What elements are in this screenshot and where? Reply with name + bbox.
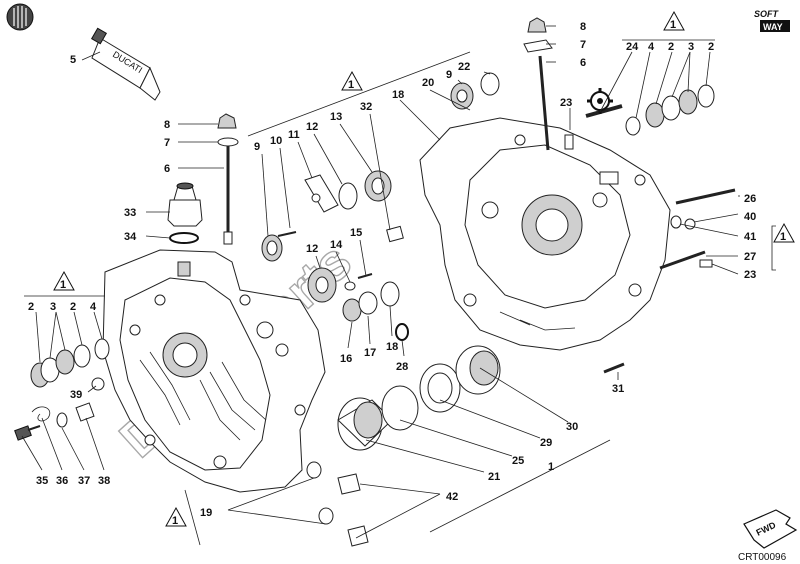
callout-12b: 12 [306, 243, 318, 255]
callout-42: 42 [446, 491, 458, 503]
callout-6-right: 6 [580, 57, 586, 69]
callout-2: 2 [668, 41, 674, 53]
drain-plugs [306, 461, 369, 547]
stud-assembly-right [523, 17, 553, 151]
callout-39: 39 [70, 389, 82, 401]
camera-icon[interactable] [6, 3, 34, 31]
drawing-code: CRT00096 [738, 552, 787, 563]
right-side-fasteners [564, 134, 736, 374]
bearing-upper-right [450, 72, 500, 110]
callout-18b: 18 [386, 341, 398, 353]
bottom-left-fasteners [14, 377, 105, 441]
callout-30: 30 [566, 421, 578, 433]
sealant-tube: DUCATI [90, 27, 161, 101]
callout-33: 33 [124, 207, 136, 219]
callout-16: 16 [340, 353, 352, 365]
main-bearings [337, 345, 501, 451]
svg-text:1: 1 [670, 19, 676, 31]
left-crankcase-half [102, 249, 326, 493]
callout-2c: 2 [28, 301, 34, 313]
callout-14: 14 [330, 239, 343, 251]
group-marker-5: 1 [165, 506, 187, 527]
callout-23b: 23 [744, 269, 756, 281]
callout-23: 23 [560, 97, 572, 109]
callout-37: 37 [78, 475, 90, 487]
callout-2d: 2 [70, 301, 76, 313]
callout-31: 31 [612, 383, 624, 395]
callout-29: 29 [540, 437, 552, 449]
group-marker-4: 1 [773, 222, 795, 243]
group-marker-3: 1 [53, 270, 75, 291]
callout-34: 34 [124, 231, 137, 243]
softway-logo: SOFT WAY [751, 5, 793, 35]
callout-11: 11 [288, 129, 300, 141]
group-marker-2: 1 [663, 10, 685, 31]
callout-5: 5 [70, 54, 76, 66]
callout-27: 27 [744, 251, 756, 263]
callout-15: 15 [350, 227, 362, 239]
callout-20: 20 [422, 77, 434, 89]
callout-9b: 9 [254, 141, 260, 153]
group-marker-1: 1 [341, 70, 363, 91]
callout-9: 9 [446, 69, 452, 81]
callout-24: 24 [626, 41, 639, 53]
callout-1: 1 [548, 461, 554, 473]
svg-text:1: 1 [172, 515, 178, 527]
callout-22: 22 [458, 61, 470, 73]
callout-35: 35 [36, 475, 48, 487]
leader-lines [21, 25, 740, 539]
callout-7: 7 [164, 137, 170, 149]
callout-40: 40 [744, 211, 756, 223]
callout-3b: 3 [50, 301, 56, 313]
callout-38: 38 [98, 475, 110, 487]
callout-36: 36 [56, 475, 68, 487]
callout-28: 28 [396, 361, 408, 373]
callout-32: 32 [360, 101, 372, 113]
shaft-bearings-middle [261, 170, 404, 262]
breather-cap [167, 182, 203, 227]
svg-text:1: 1 [348, 79, 354, 91]
callout-6: 6 [164, 163, 170, 175]
callout-17: 17 [364, 347, 376, 359]
callout-13: 13 [330, 111, 342, 123]
o-ring [169, 232, 199, 244]
callout-3: 3 [688, 41, 694, 53]
svg-text:1: 1 [780, 231, 786, 243]
callout-25: 25 [512, 455, 524, 467]
svg-text:WAY: WAY [763, 22, 783, 32]
callout-41: 41 [744, 231, 756, 243]
callout-8-right: 8 [580, 21, 586, 33]
callout-4b: 4 [90, 301, 97, 313]
stud-assembly-left [217, 113, 239, 245]
callout-8: 8 [164, 119, 170, 131]
shaft-bearings-lower [307, 267, 409, 341]
right-bearing-stack [585, 84, 715, 136]
left-bearing-stack [30, 338, 110, 388]
callout-18: 18 [392, 89, 404, 101]
callout-2b: 2 [708, 41, 714, 53]
svg-text:1: 1 [60, 279, 66, 291]
callout-numbers: 5 8 7 6 33 34 8 7 6 24 4 2 3 2 22 9 20 1… [28, 21, 756, 519]
callout-7-right: 7 [580, 39, 586, 51]
fwd-arrow-icon: FWD [743, 509, 798, 549]
callout-19: 19 [200, 507, 212, 519]
right-crankcase-half [419, 117, 671, 351]
callout-26: 26 [744, 193, 756, 205]
callout-10: 10 [270, 135, 282, 147]
callout-4: 4 [648, 41, 655, 53]
callout-21: 21 [488, 471, 500, 483]
callout-12: 12 [306, 121, 318, 133]
svg-text:SOFT: SOFT [754, 9, 780, 19]
